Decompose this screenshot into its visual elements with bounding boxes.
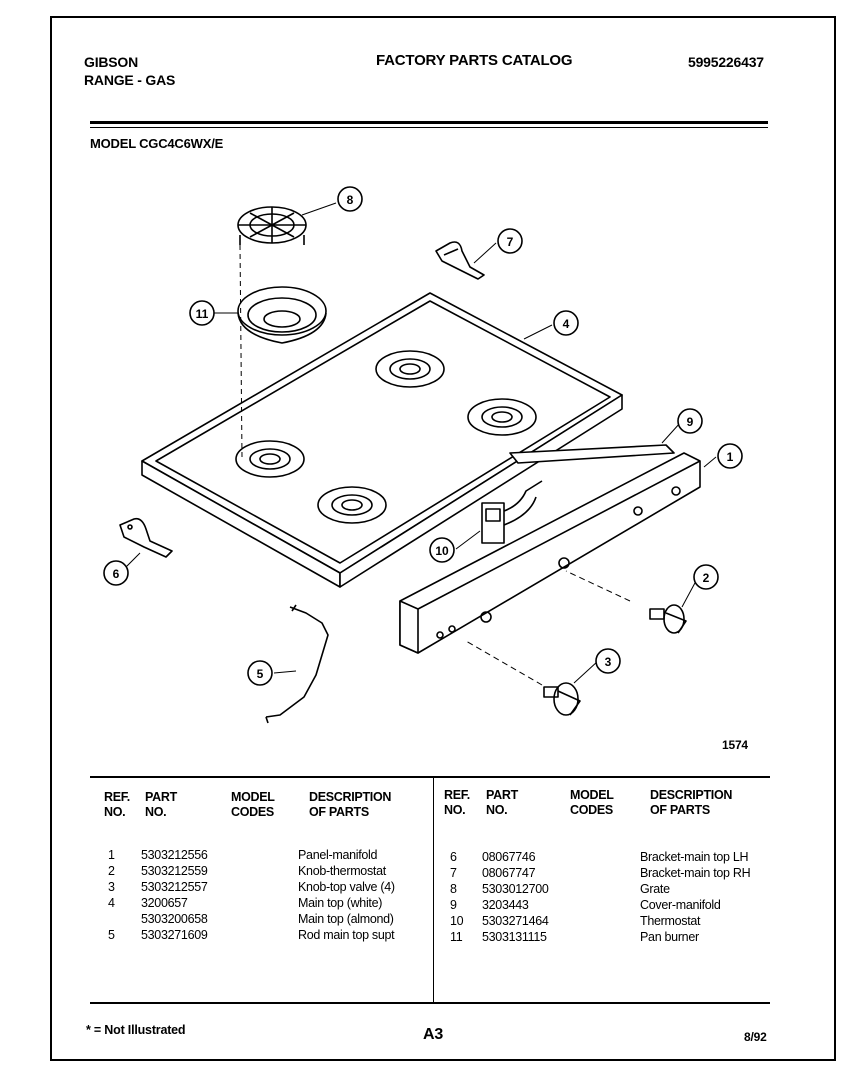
header-part-no: PART NO. [486,788,518,817]
header-ref-no: REF. NO. [444,788,470,817]
table-cell: 1 [108,848,115,862]
footer-date: 8/92 [744,1030,767,1044]
catalog-title: FACTORY PARTS CATALOG [376,52,573,69]
table-cell: 8 [450,882,457,896]
table-top-rule [90,776,770,778]
callout-label: 5 [257,667,264,681]
table-cell: Bracket-main top LH [640,850,749,864]
callout-label: 6 [113,567,120,581]
pan-burner-part [237,286,327,344]
callout-label: 9 [687,415,694,429]
table-cell: Knob-top valve (4) [298,880,395,894]
callout-7 [497,228,523,254]
header-rule-thick [90,121,768,124]
page-frame [50,16,836,1061]
callout-9 [677,408,703,434]
table-cell: 5303212559 [141,864,208,878]
brand-name: GIBSON [84,54,139,70]
table-cell: 5 [108,928,115,942]
table-cell: 6 [450,850,457,864]
callout-5 [247,660,273,686]
table-cell: Knob-thermostat [298,864,386,878]
table-cell: Main top (almond) [298,912,394,926]
table-cell: 9 [450,898,457,912]
footer-note: * = Not Illustrated [86,1023,186,1037]
knob-thermostat-part [649,604,687,634]
header-model-codes: MODEL CODES [231,790,275,819]
callout-8 [337,186,363,212]
panel-manifold-part [399,452,701,654]
table-cell: Pan burner [640,930,699,944]
table-cell: 08067746 [482,850,536,864]
callout-label: 7 [507,235,514,249]
header-model-codes: MODEL CODES [570,788,614,817]
table-cell: 5303012700 [482,882,549,896]
ref-column-left: 1 2 3 4 5 [108,847,115,943]
callout-3 [595,648,621,674]
desc-column-left: Panel-manifold Knob-thermostat Knob-top … [298,847,395,943]
header-description: DESCRIPTION OF PARTS [309,790,392,819]
callout-label: 3 [605,655,612,669]
callout-label: 10 [435,544,449,558]
header-description: DESCRIPTION OF PARTS [650,788,733,817]
product-type: RANGE - GAS [84,72,176,88]
table-cell: 5303200658 [141,912,208,926]
bracket-lh-part [119,517,173,558]
main-top-part [141,292,623,588]
callout-11 [189,300,215,326]
table-cell: Panel-manifold [298,848,378,862]
header-part-no: PART NO. [145,790,177,819]
table-cell: Grate [640,882,670,896]
table-cell: Thermostat [640,914,701,928]
header-ref-no: REF. NO. [104,790,130,819]
knob-top-valve-part [543,682,581,716]
table-cell: 2 [108,864,115,878]
catalog-number: 5995226437 [688,54,764,70]
grate-part [237,206,307,245]
bracket-rh-part [435,241,485,280]
table-cell: 4 [108,896,115,910]
ref-column-right: 6 7 8 9 10 11 [450,849,464,945]
rod-support-part [265,604,329,724]
callout-label: 1 [727,450,734,464]
header-rule-thin [90,127,768,128]
figure-number: 1574 [722,738,748,752]
table-cell: Bracket-main top RH [640,866,751,880]
table-cell: 11 [450,930,463,944]
model-number: MODEL CGC4C6WX/E [90,136,224,151]
table-cell: 3203443 [482,898,529,912]
callout-label: 11 [196,307,209,321]
desc-column-right: Bracket-main top LH Bracket-main top RH … [640,849,751,945]
callout-4 [553,310,579,336]
table-cell: 3200657 [141,896,188,910]
table-cell: 7 [450,866,457,880]
thermostat-part [481,480,543,544]
table-cell: 3 [108,880,115,894]
callout-2 [693,564,719,590]
table-cell: Rod main top supt [298,928,395,942]
cover-manifold-part [509,444,675,464]
table-cell: 10 [450,914,464,928]
table-cell: 5303271464 [482,914,549,928]
table-cell [108,911,115,927]
callout-1 [717,443,743,469]
table-cell: 5303212557 [141,880,208,894]
table-cell: 5303131115 [482,930,547,944]
part-column-right: 08067746 08067747 5303012700 3203443 530… [482,849,549,945]
callout-10 [429,537,455,563]
page-number: A3 [423,1026,444,1043]
callout-6 [103,560,129,586]
callout-label: 2 [703,571,710,585]
table-cell: Main top (white) [298,896,383,910]
table-cell: 08067747 [482,866,536,880]
table-cell: 5303212556 [141,848,208,862]
table-bottom-rule [90,1002,770,1004]
callout-label: 8 [347,193,354,207]
table-cell: Cover-manifold [640,898,721,912]
part-column-left: 5303212556 5303212559 5303212557 3200657… [141,847,208,943]
callout-label: 4 [563,317,570,331]
table-cell: 5303271609 [141,928,208,942]
table-divider [433,778,434,1002]
exploded-parts-diagram: 8 7 11 4 9 1 10 6 2 5 3 [103,186,743,724]
